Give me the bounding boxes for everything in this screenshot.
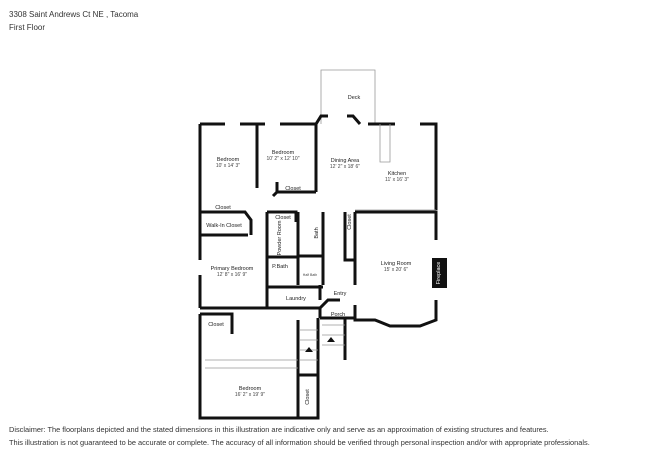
closet-label: Closet: [208, 322, 224, 328]
floor-label: First Floor: [9, 23, 45, 32]
primary-bedroom-dims: 12' 8" x 16' 9": [217, 272, 247, 278]
living-room-dims: 15' x 20' 6": [384, 267, 408, 273]
p-bath-label: P.Bath: [272, 264, 288, 270]
fireplace-block: [432, 258, 447, 288]
half-bath-label: Half Bath: [303, 273, 317, 277]
living-room-label: Living Room: [381, 261, 412, 267]
closet-label: Closet: [285, 186, 301, 192]
bedroom-2-label: Bedroom: [272, 150, 295, 156]
bedroom-2-dims: 10' 2" x 12' 10": [267, 156, 300, 162]
disclaimer-line-2: This illustration is not guaranteed to b…: [9, 438, 590, 447]
primary-bedroom-label: Primary Bedroom: [211, 266, 254, 272]
disclaimer-line-1: Disclaimer: The floorplans depicted and …: [9, 425, 549, 434]
closet-label: Closet: [275, 215, 291, 221]
dining-dims: 12' 2" x 18' 6": [330, 164, 360, 170]
deck-label: Deck: [348, 95, 361, 101]
kitchen-dims: 11' x 16' 3": [385, 177, 409, 183]
bedroom-1-label: Bedroom: [217, 157, 240, 163]
address: 3308 Saint Andrews Ct NE , Tacoma: [9, 10, 139, 19]
dining-label: Dining Area: [331, 158, 360, 164]
closet-label: Closet: [347, 214, 353, 230]
porch-label: Porch: [331, 312, 345, 318]
fireplace-label: Fireplace: [436, 262, 442, 285]
walls: [198, 69, 438, 420]
closet-label: Closet: [215, 205, 231, 211]
bedroom-3-label: Bedroom: [239, 386, 262, 392]
walk-in-closet-label: Walk-In Closet: [206, 223, 242, 229]
bath-label: Bath: [314, 227, 320, 238]
entry-label: Entry: [334, 291, 347, 297]
stair-arrow-icon: [305, 347, 313, 352]
laundry-label: Laundry: [286, 296, 306, 302]
bedroom-1-dims: 10' x 14' 3": [216, 163, 240, 169]
bedroom-3-dims: 16' 2" x 19' 9": [235, 392, 265, 398]
kitchen-label: Kitchen: [388, 171, 406, 177]
closet-label: Closet: [305, 389, 311, 405]
stair-arrow-icon: [327, 337, 335, 342]
powder-room-label: Powder Room: [277, 220, 283, 255]
